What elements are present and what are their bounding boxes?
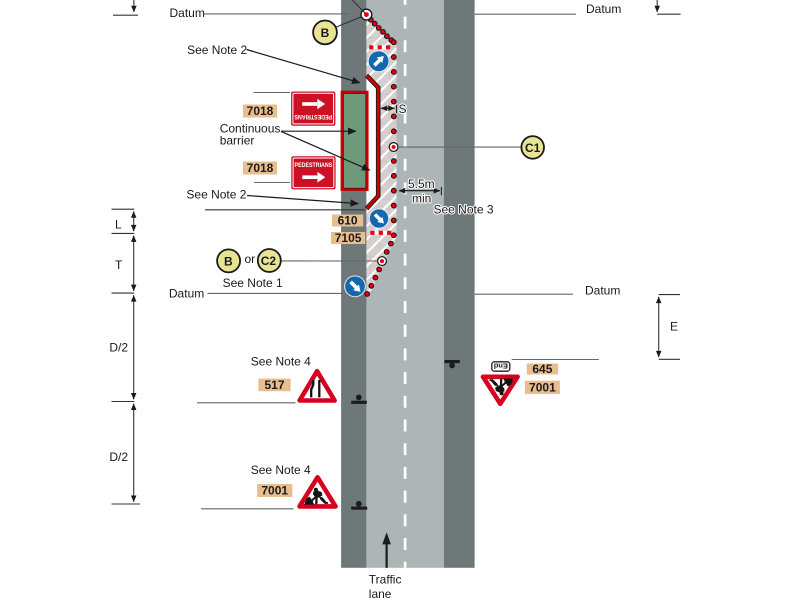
svg-text:7018: 7018 <box>247 161 274 175</box>
svg-text:See Note 2: See Note 2 <box>186 188 246 202</box>
svg-text:Traffic: Traffic <box>369 573 402 587</box>
svg-text:610: 610 <box>338 214 358 228</box>
svg-text:5.5m: 5.5m <box>408 177 435 191</box>
svg-text:min: min <box>412 192 431 206</box>
svg-text:7001: 7001 <box>529 381 556 395</box>
svg-text:See Note 4: See Note 4 <box>251 463 311 477</box>
svg-text:L: L <box>115 218 122 232</box>
svg-text:barrier: barrier <box>220 133 255 147</box>
svg-text:Datum: Datum <box>170 6 205 20</box>
svg-text:D/2: D/2 <box>109 341 128 355</box>
svg-text:E: E <box>670 320 678 334</box>
svg-text:See Note 4: See Note 4 <box>251 355 311 369</box>
svg-text:7001: 7001 <box>261 484 288 498</box>
svg-text:PEDESTRIANS: PEDESTRIANS <box>295 162 333 169</box>
svg-text:517: 517 <box>264 378 284 392</box>
svg-text:Continuous: Continuous <box>220 121 281 135</box>
svg-text:See Note 1: See Note 1 <box>223 276 283 290</box>
svg-text:T: T <box>115 258 123 272</box>
svg-text:See Note 3: See Note 3 <box>434 203 494 217</box>
svg-text:PEDESTRIANS: PEDESTRIANS <box>294 113 332 120</box>
svg-text:or: or <box>245 252 256 266</box>
svg-text:645: 645 <box>532 362 552 376</box>
svg-text:D/2: D/2 <box>109 450 128 464</box>
svg-text:End: End <box>493 362 508 371</box>
svg-text:C2: C2 <box>261 254 277 268</box>
svg-text:7018: 7018 <box>247 104 274 118</box>
svg-text:7105: 7105 <box>335 231 362 245</box>
svg-text:See Note 2: See Note 2 <box>187 43 247 57</box>
svg-text:B: B <box>321 26 330 40</box>
svg-text:B: B <box>224 255 233 269</box>
svg-text:C1: C1 <box>525 141 541 155</box>
svg-text:lane: lane <box>369 587 392 601</box>
svg-text:Datum: Datum <box>169 287 204 301</box>
svg-text:Datum: Datum <box>585 284 620 298</box>
svg-text:S: S <box>399 102 407 116</box>
svg-text:Datum: Datum <box>586 2 621 16</box>
